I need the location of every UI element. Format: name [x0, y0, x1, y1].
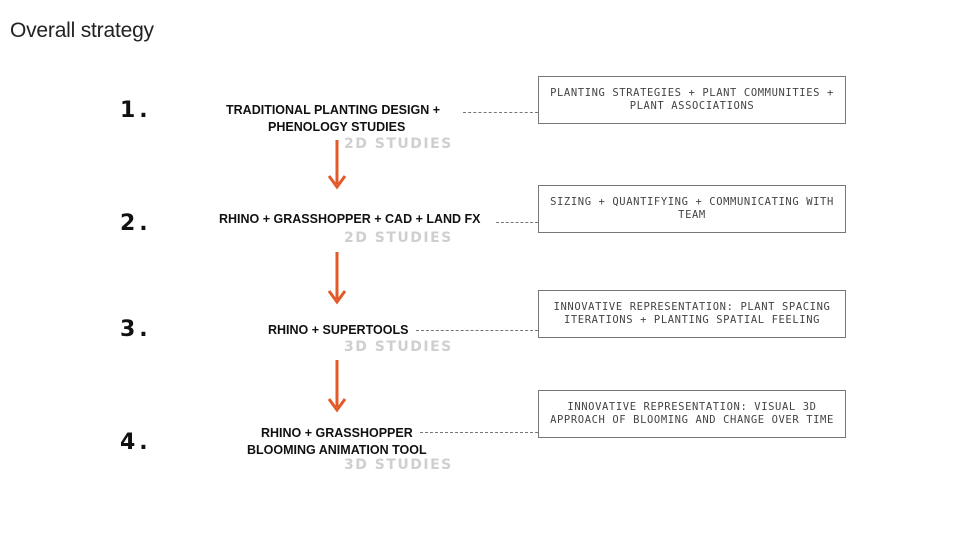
- arrow-down-icon-1: [327, 140, 347, 190]
- step-4-label-line-2: BLOOMING ANIMATION TOOL: [247, 443, 427, 457]
- step-1-description-box: PLANTING STRATEGIES + PLANT COMMUNITIES …: [538, 76, 846, 124]
- arrow-down-icon-2: [327, 252, 347, 305]
- step-3-studies: 3D STUDIES: [344, 339, 453, 355]
- step-4-description-box: INNOVATIVE REPRESENTATION: VISUAL 3D APP…: [538, 390, 846, 438]
- step-number-3: 3.: [120, 317, 152, 342]
- step-3-label-line-1: RHINO + SUPERTOOLS: [268, 323, 409, 337]
- step-4-description: INNOVATIVE REPRESENTATION: VISUAL 3D APP…: [550, 401, 834, 426]
- step-4-studies: 3D STUDIES: [344, 457, 453, 473]
- step-1-label: TRADITIONAL PLANTING DESIGN + PHENOLOGY …: [226, 102, 440, 136]
- step-2-description-box: SIZING + QUANTIFYING + COMMUNICATING WIT…: [538, 185, 846, 233]
- step-3-label: RHINO + SUPERTOOLS: [268, 322, 408, 339]
- step-1-label-line-1: TRADITIONAL PLANTING DESIGN +: [226, 103, 441, 117]
- step-2-connector: [496, 222, 538, 223]
- step-number-1: 1.: [120, 98, 152, 123]
- step-2-label-line-1: RHINO + GRASSHOPPER + CAD + LAND FX: [219, 212, 481, 226]
- step-1-label-line-2: PHENOLOGY STUDIES: [268, 120, 406, 134]
- step-1-description: PLANTING STRATEGIES + PLANT COMMUNITIES …: [550, 87, 834, 112]
- step-4-label-line-1: RHINO + GRASSHOPPER: [261, 426, 413, 440]
- step-3-description: INNOVATIVE REPRESENTATION: PLANT SPACING…: [553, 301, 831, 326]
- step-2-label: RHINO + GRASSHOPPER + CAD + LAND FX: [219, 211, 481, 228]
- step-3-connector: [416, 330, 538, 331]
- page-title: Overall strategy: [10, 19, 154, 42]
- step-number-2: 2.: [120, 211, 152, 236]
- step-2-studies: 2D STUDIES: [344, 230, 453, 246]
- step-number-4: 4.: [120, 430, 152, 455]
- step-1-connector: [463, 112, 538, 113]
- step-4-connector: [420, 432, 538, 433]
- step-2-description: SIZING + QUANTIFYING + COMMUNICATING WIT…: [550, 196, 834, 221]
- arrow-down-icon-3: [327, 360, 347, 413]
- step-3-description-box: INNOVATIVE REPRESENTATION: PLANT SPACING…: [538, 290, 846, 338]
- step-4-label: RHINO + GRASSHOPPER BLOOMING ANIMATION T…: [247, 425, 427, 459]
- step-1-studies: 2D STUDIES: [344, 136, 453, 152]
